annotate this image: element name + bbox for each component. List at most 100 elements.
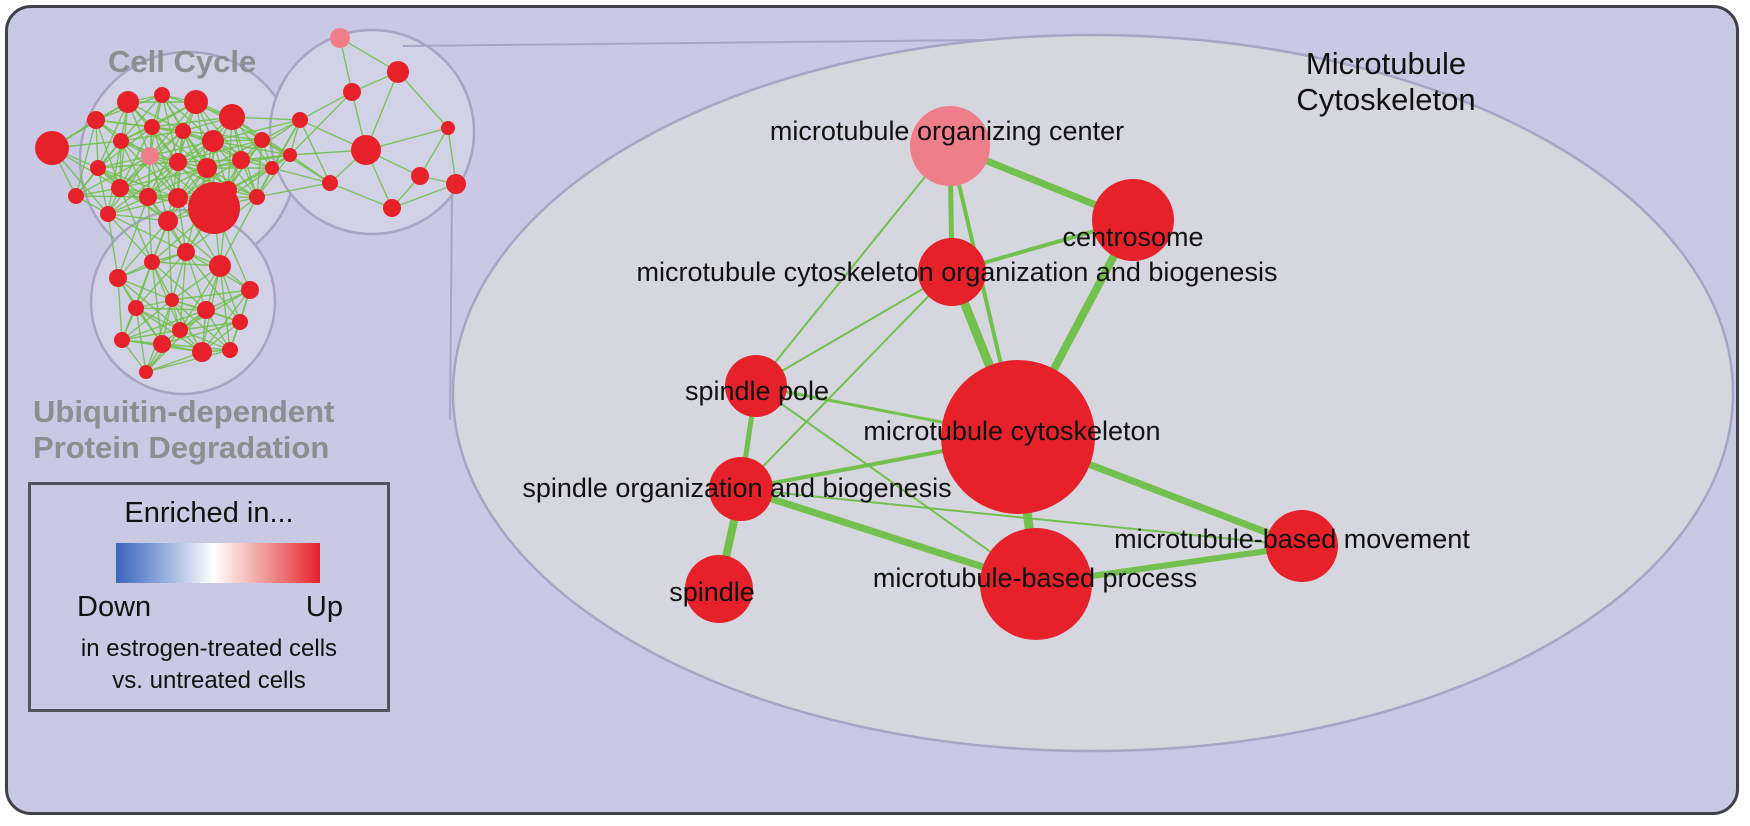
mini-network-edge (135, 307, 203, 353)
mini-network-node[interactable] (175, 123, 191, 139)
mini-network-node[interactable] (322, 175, 338, 191)
mini-network-edge (299, 119, 331, 184)
mini-network-node[interactable] (387, 61, 409, 83)
mini-network-edge (120, 94, 163, 142)
mini-network-node[interactable] (446, 174, 466, 194)
mini-network-node[interactable] (441, 121, 455, 135)
mini-network-node[interactable] (241, 281, 259, 299)
mini-network-node[interactable] (232, 151, 250, 169)
mini-network-node[interactable] (139, 365, 153, 379)
mini-network-node[interactable] (249, 189, 265, 205)
mini-network-node[interactable] (232, 314, 248, 330)
node-label-spindle: spindle (669, 577, 755, 607)
mini-network-node[interactable] (330, 28, 350, 48)
magnified-region-ellipse (451, 33, 1735, 753)
network-node-spindle[interactable] (685, 555, 753, 623)
mini-network-node[interactable] (114, 332, 130, 348)
network-node-mbm[interactable] (1266, 510, 1338, 582)
mini-network-node[interactable] (158, 211, 178, 231)
mini-network-node[interactable] (139, 188, 157, 206)
mini-network-edge (75, 119, 97, 197)
mini-network-node[interactable] (383, 199, 401, 217)
mini-network-node[interactable] (87, 111, 105, 129)
mini-network-edge (151, 116, 233, 128)
network-node-spindle_pole[interactable] (725, 355, 787, 417)
mini-network-node[interactable] (141, 147, 159, 165)
mini-network-node[interactable] (254, 132, 270, 148)
mini-network-edge (185, 251, 207, 311)
node-label-moc: microtubule organizing center (770, 116, 1124, 146)
mini-network-edge (149, 155, 169, 222)
legend-caption-line1: in estrogen-treated cells (80, 635, 338, 662)
network-node-mcob[interactable] (918, 238, 986, 306)
mini-network-node[interactable] (197, 301, 215, 319)
mini-network-edge (135, 307, 147, 373)
mini-network-node[interactable] (197, 158, 217, 178)
mini-network-node[interactable] (68, 188, 84, 204)
mini-network-node[interactable] (265, 161, 279, 175)
mini-network-edge (117, 196, 149, 279)
mini-network-node[interactable] (144, 119, 160, 135)
mini-network-edge (212, 119, 301, 142)
mini-network-node[interactable] (351, 135, 381, 165)
network-node-mc[interactable] (941, 360, 1095, 514)
mini-network-node[interactable] (177, 243, 195, 261)
microtubule-title-line2: Cytoskeleton (1296, 82, 1476, 117)
mini-network-edge (135, 307, 181, 331)
mini-network-node[interactable] (117, 91, 139, 113)
mini-network-edge (419, 127, 449, 177)
mini-network-node[interactable] (343, 83, 361, 101)
mini-network-edge (227, 154, 291, 191)
mini-network-node[interactable] (100, 206, 116, 222)
cell-cycle-title: Cell Cycle (108, 44, 257, 79)
mini-network-edge (135, 307, 207, 311)
mini-network-node[interactable] (111, 179, 129, 197)
network-node-moc[interactable] (910, 106, 990, 186)
mini-network-edge (271, 167, 331, 184)
mini-network-edge (161, 321, 241, 345)
legend-caption-line2: vs. untreated cells (112, 667, 306, 694)
mini-network-edge (167, 220, 221, 267)
network-node-centrosome[interactable] (1092, 179, 1174, 261)
mini-network-edge (135, 251, 187, 309)
mini-network-node[interactable] (283, 148, 297, 162)
mini-network-edge (147, 167, 208, 198)
mini-network-node[interactable] (172, 322, 188, 338)
mini-network-node[interactable] (411, 167, 429, 185)
mini-network-node[interactable] (219, 104, 245, 130)
mini-network-node[interactable] (184, 90, 208, 114)
mini-network-edge (145, 349, 231, 373)
mini-network-node[interactable] (188, 182, 240, 234)
mini-network-edge (219, 196, 258, 267)
mini-network-node[interactable] (128, 300, 144, 316)
mini-network-edge (171, 299, 231, 351)
mini-network-node[interactable] (109, 269, 127, 287)
mini-network-node[interactable] (90, 160, 106, 176)
ubiquitin-title: Ubiquitin-dependent Protein Degradation (33, 394, 334, 466)
mini-network-node[interactable] (154, 87, 170, 103)
mini-network-edge (147, 196, 153, 263)
mini-network-node[interactable] (222, 342, 238, 358)
network-node-spindle_org[interactable] (709, 457, 773, 521)
mini-network-node[interactable] (168, 188, 188, 208)
mini-network-node[interactable] (165, 293, 179, 307)
mini-network-node[interactable] (144, 254, 160, 270)
mini-network-node[interactable] (153, 335, 171, 353)
mini-network-edge (151, 261, 181, 331)
mini-network-edge (119, 167, 208, 189)
mini-network-node[interactable] (35, 131, 69, 165)
node-label-mcob: microtubule cytoskeleton organization an… (637, 257, 1278, 287)
mini-network-node[interactable] (292, 112, 308, 128)
legend-title: Enriched in... (124, 497, 294, 529)
mini-network-edge (329, 182, 393, 209)
mini-network-node[interactable] (209, 255, 231, 277)
mini-network-node[interactable] (192, 342, 212, 362)
mini-network-node[interactable] (202, 130, 224, 152)
mini-network-edge (107, 213, 119, 279)
node-label-centrosome: centrosome (1062, 222, 1203, 252)
mini-network-edge (97, 167, 179, 199)
mini-network-node[interactable] (113, 133, 129, 149)
mini-network-node[interactable] (169, 153, 187, 171)
network-node-mbp[interactable] (980, 528, 1092, 640)
